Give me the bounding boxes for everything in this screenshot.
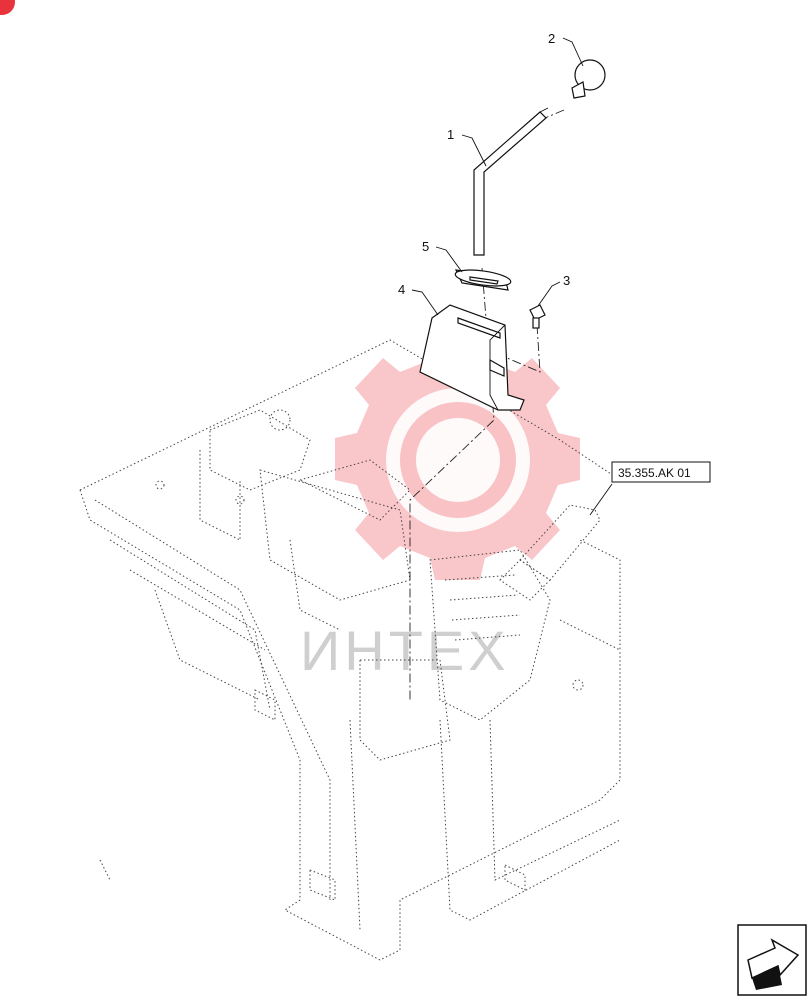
- watermark-gear-hole: [386, 388, 530, 532]
- next-page-arrow-icon[interactable]: [737, 924, 807, 996]
- machine-frame: [79, 339, 621, 961]
- callout-2: 2: [548, 31, 555, 46]
- reference-box[interactable]: [611, 461, 711, 483]
- bolt-axis: [499, 324, 541, 373]
- bracket-part: [419, 304, 525, 411]
- reference-label: 35.355.AK 01: [618, 466, 691, 480]
- corner-badge: [0, 0, 15, 15]
- callout-5: 5: [422, 239, 429, 254]
- knob-part: [571, 59, 606, 99]
- callout-4: 4: [398, 282, 405, 297]
- gearshift-axis: [544, 109, 565, 119]
- callout-leaders: [411, 37, 613, 516]
- lever-rod-part: [473, 107, 549, 256]
- callout-1: 1: [447, 127, 454, 142]
- control-lever-reference: [499, 504, 601, 601]
- boot-part: [454, 269, 512, 291]
- callout-3: 3: [563, 273, 570, 288]
- bolt-part: [529, 304, 546, 329]
- watermark-text: ИНТЕХ: [300, 619, 510, 682]
- watermark-ring: [400, 402, 516, 518]
